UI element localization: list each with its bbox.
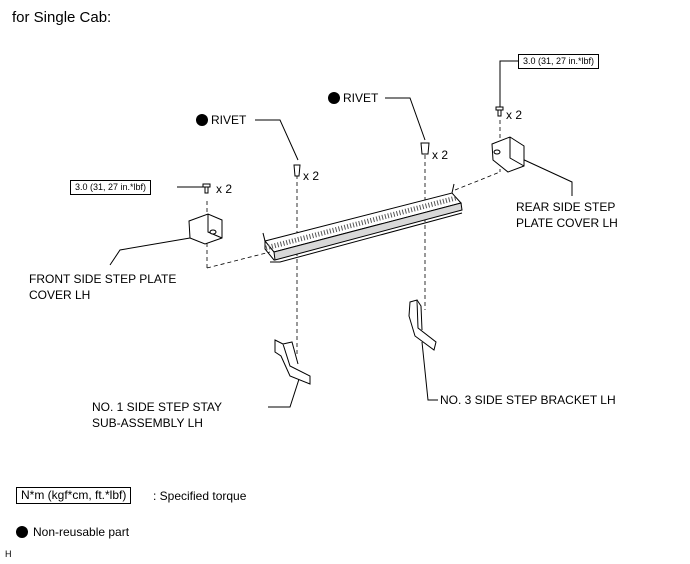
rear-cover-label-line1: REAR SIDE STEP [516, 200, 616, 214]
legend-nonreusable-desc: Non-reusable part [33, 525, 130, 539]
quantity-rivet-1: x 2 [303, 169, 320, 183]
rear-cover-shape [491, 136, 525, 173]
quantity-rear-bolt: x 2 [506, 108, 523, 122]
page-title: for Single Cab: [12, 9, 112, 26]
stay-label-line2: SUB-ASSEMBLY LH [92, 416, 203, 430]
rear-cover-label-line2: PLATE COVER LH [516, 216, 618, 230]
leader-bracket [421, 341, 438, 401]
bracket-label: NO. 3 SIDE STEP BRACKET LH [440, 393, 616, 407]
front-cover-label-line2: COVER LH [29, 288, 91, 302]
front-cover-label-line1: FRONT SIDE STEP PLATE [29, 272, 177, 286]
quantity-front-bolt: x 2 [216, 182, 233, 196]
rivet-label-1: RIVET [211, 113, 247, 127]
rivet-shapes [293, 142, 430, 177]
leader-stay [268, 375, 301, 408]
non-reusable-dot-icon [196, 114, 208, 126]
quantity-rivet-2: x 2 [432, 148, 449, 162]
figure-code: H [5, 549, 12, 559]
leader-rivet-2 [385, 97, 426, 141]
leader-rivet-1 [255, 119, 299, 161]
front-cover-shape [188, 213, 223, 245]
stay-label-line1: NO. 1 SIDE STEP STAY [92, 400, 223, 414]
leader-front-cover [109, 237, 191, 266]
leader-rear-torque [499, 60, 518, 108]
rivet-label-2: RIVET [343, 91, 379, 105]
legend-torque-box: N*m (kgf*cm, ft.*lbf) [16, 487, 132, 504]
step-plate-shape [262, 183, 463, 263]
legend-torque-desc: : Specified torque [153, 489, 247, 503]
bolt-shapes [202, 106, 504, 194]
legend-dot-icon [16, 526, 28, 538]
torque-box-front: 3.0 (31, 27 in.*lbf) [70, 180, 152, 195]
leader-rear-cover [519, 157, 573, 196]
non-reusable-dot-icon [328, 92, 340, 104]
torque-box-rear: 3.0 (31, 27 in.*lbf) [518, 54, 600, 69]
stay-shape [274, 339, 311, 385]
bracket-shape [408, 299, 437, 351]
